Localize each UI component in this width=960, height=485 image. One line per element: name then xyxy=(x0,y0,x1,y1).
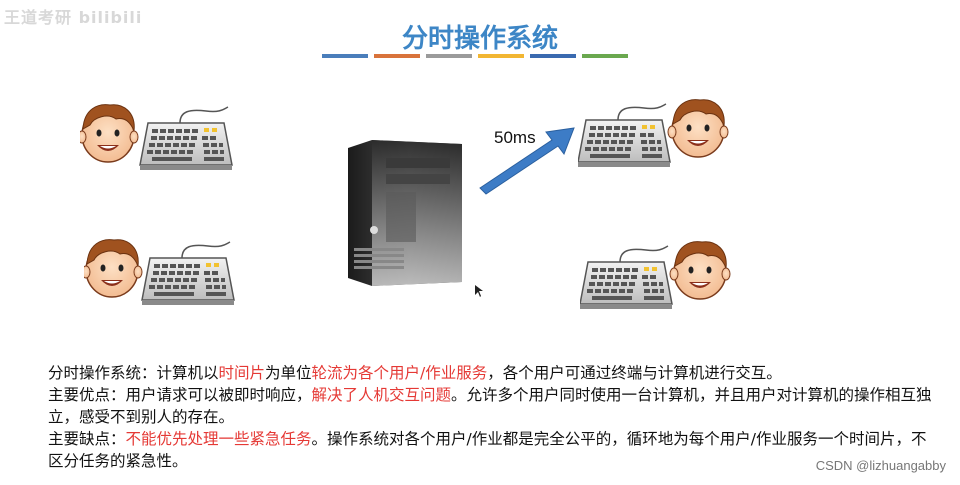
credit-watermark: CSDN @lizhuangabby xyxy=(815,458,946,473)
user-face-icon xyxy=(80,103,139,163)
title-bar-segment xyxy=(322,54,368,58)
advantages-text: 。允许多个用户同时使用一台计算机，并且用户对计算机的操作相互独立，感受不到别人的… xyxy=(48,386,932,426)
user-face-icon xyxy=(84,238,143,298)
disadvantages-text: 主要缺点： xyxy=(48,430,126,448)
title-bar-segment xyxy=(426,54,472,58)
keyboard-icon xyxy=(141,241,235,306)
title-bar-segment xyxy=(374,54,420,58)
user-face-icon xyxy=(669,240,731,300)
user-terminal-bottom-right xyxy=(580,240,731,310)
disadvantages-line: 主要缺点：不能优先处理一些紧急任务。操作系统对各个用户/作业都是完全公平的，循环… xyxy=(48,428,938,472)
user-terminal-bottom-left xyxy=(84,238,235,306)
title-bar-segment xyxy=(478,54,524,58)
mouse-cursor-icon xyxy=(475,285,483,297)
arrow-icon xyxy=(479,127,575,195)
user-terminal-top-left xyxy=(80,103,233,171)
description-block: 分时操作系统：计算机以时间片为单位轮流为各个用户/作业服务，各个用户可通过终端与… xyxy=(48,362,938,472)
title-color-bar xyxy=(322,54,628,58)
time-slice-label: 50ms xyxy=(494,128,536,147)
slide-title: 分时操作系统 xyxy=(401,24,558,54)
advantages-text: 主要优点：用户请求可以被即时响应， xyxy=(48,386,312,404)
keyboard-icon xyxy=(139,106,233,171)
title-bar-segment xyxy=(530,54,576,58)
user-terminal-top-right xyxy=(578,98,729,168)
highlight-round-robin: 轮流为各个用户/作业服务 xyxy=(311,364,488,382)
server-icon xyxy=(348,140,462,286)
keyboard-icon xyxy=(580,245,673,310)
highlight-no-priority: 不能优先处理一些紧急任务 xyxy=(125,430,312,448)
watermark-logo: 王道考研 bilibili xyxy=(4,8,143,27)
highlight-time-slice: 时间片 xyxy=(218,364,266,382)
disadvantages-text: 。操作系统对各个用户/作业都是完全公平的，循环地为每个用户/作业服务一个时间片，… xyxy=(48,430,927,470)
user-face-icon xyxy=(667,98,729,158)
title-bar-segment xyxy=(582,54,628,58)
keyboard-icon xyxy=(578,103,671,168)
definition-text: 分时操作系统：计算机以 xyxy=(48,364,219,382)
highlight-interaction: 解决了人机交互问题 xyxy=(311,386,452,404)
advantages-line: 主要优点：用户请求可以被即时响应，解决了人机交互问题。允许多个用户同时使用一台计… xyxy=(48,384,938,428)
definition-line: 分时操作系统：计算机以时间片为单位轮流为各个用户/作业服务，各个用户可通过终端与… xyxy=(48,362,938,384)
definition-text: 为单位 xyxy=(265,364,312,382)
definition-text: ，各个用户可通过终端与计算机进行交互。 xyxy=(487,364,782,382)
